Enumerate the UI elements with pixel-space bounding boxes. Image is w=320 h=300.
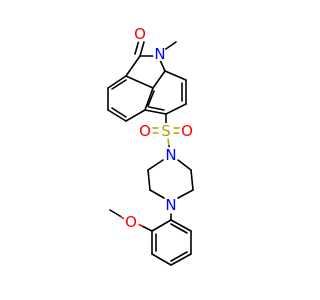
piperazine-ring [147,159,194,199]
bond-c6-c5a [144,109,167,115]
sulfonyl-oxygen-left-label: O [139,122,151,140]
bond-c4-c5-inner [111,107,127,118]
bond-n-c-top-left [147,159,164,171]
carbonyl-oxygen-label: O [134,25,146,43]
molecule-canvas: O N S O O N N O [107,25,195,266]
bond-ar-o [141,225,153,232]
bond-o-methyl-red [119,215,125,220]
benzindolone-core [107,39,187,122]
bond-c5a-c8b-inner [147,90,155,107]
bond-ar-c6-c1-inner [170,223,188,234]
bond-c5-c5a [125,109,146,122]
methoxy-oxygen-label: O [125,213,137,231]
atom-labels: O N S O O N N O [123,25,195,231]
bond-c7-c6 [165,103,187,115]
bond-c4-c5 [107,109,127,122]
bond-c2-c2a [125,55,141,77]
bond-c2a-c8b [125,75,154,89]
bond-ar-c3-c4 [151,253,172,266]
piperazine-nitrogen-top-label: N [165,146,176,164]
bond-ar-c4-c5 [170,253,192,266]
bond-c2-o-a [139,41,145,57]
bond-c2-o-b [134,39,140,55]
bond-o-methyl [109,209,121,217]
bond-c8b-c8a [152,70,166,89]
bond-c-c-left [147,169,151,191]
bond-c5a-c8b [144,87,154,111]
bond-n-c-bottom-right [177,189,194,199]
piperazine-nitrogen-bottom-label: N [165,196,176,214]
bond-c8a-n1 [159,59,166,72]
sulfonyl-oxygen-right-label: O [181,122,193,140]
bond-c-c-right [190,169,194,191]
bond-ar-c6-c1 [170,219,192,232]
lactam-nitrogen-label: N [154,45,165,63]
bond-c6-c5a-inner [148,106,165,111]
bond-s-n-gold [167,138,170,147]
sulfur-label: S [161,122,171,140]
bond-ar-c4-c5-inner [170,251,188,262]
bond-c8a-c8 [164,70,187,81]
bond-c-n-top-right [177,159,192,171]
bond-c-n-bottom-left [149,189,165,199]
bond-c2a-c3-inner [111,79,127,90]
bond-ar-c1-c2 [151,219,172,232]
bond-ar-o-red [137,223,143,227]
chemical-structure-diagram: O N S O O N N O [107,25,195,266]
methoxyphenyl-group [109,209,192,266]
bond-c2a-c3 [107,75,127,89]
